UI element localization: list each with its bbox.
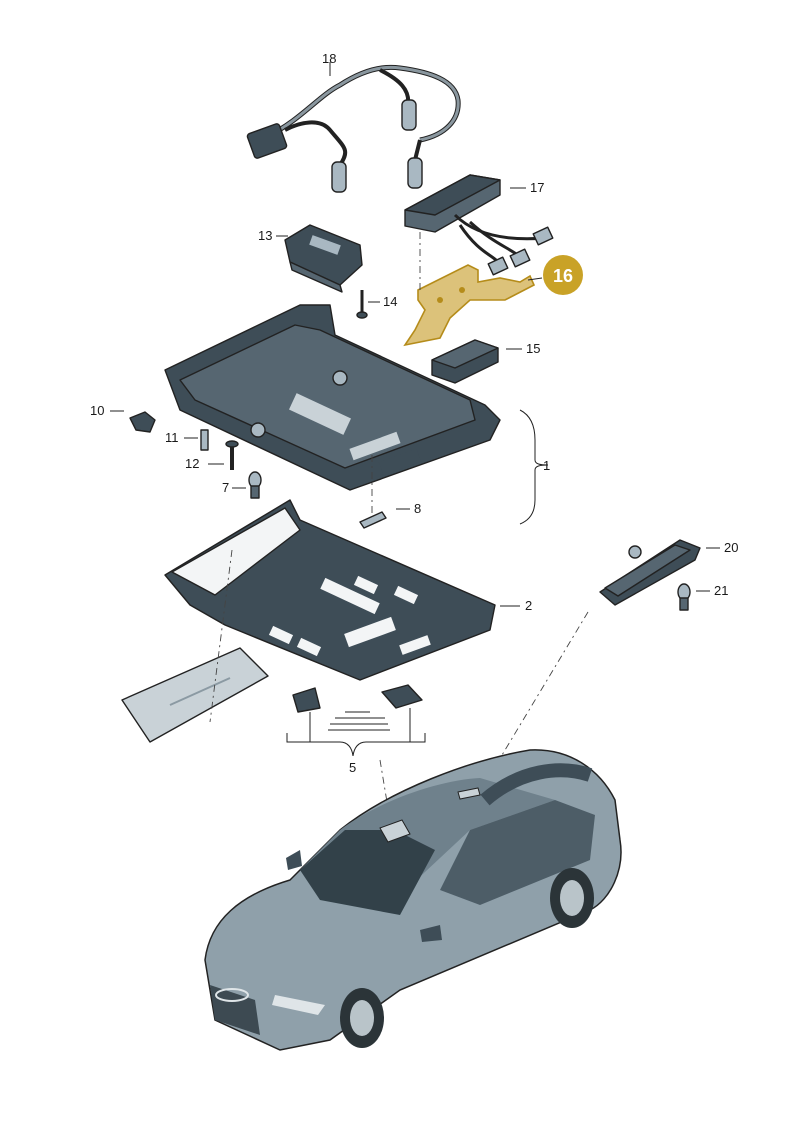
- highlight-badge-16[interactable]: 16: [543, 255, 583, 295]
- part-16-bracket[interactable]: [403, 264, 536, 347]
- part-1-roof-console[interactable]: [164, 304, 501, 491]
- part-2-trim-panel[interactable]: [164, 499, 496, 681]
- callout-8: 8: [414, 501, 421, 516]
- part-18-wiring-harness[interactable]: [246, 64, 461, 193]
- part-5-covers[interactable]: [292, 684, 423, 731]
- part-7-bulb[interactable]: [248, 471, 262, 499]
- callout-5: 5: [349, 760, 356, 775]
- part-12-screw[interactable]: [225, 440, 239, 470]
- callout-11: 11: [165, 430, 179, 445]
- part-lens-cover[interactable]: [121, 647, 269, 743]
- part-15-switch-module[interactable]: [431, 339, 499, 384]
- callout-18: 18: [322, 51, 336, 66]
- callout-10: 10: [90, 403, 104, 418]
- callout-2: 2: [525, 598, 532, 613]
- callout-16: 16: [553, 266, 573, 286]
- callout-21: 21: [714, 583, 728, 598]
- part-8-festoon-bulb[interactable]: [359, 511, 387, 529]
- callout-20: 20: [724, 540, 738, 555]
- part-20-rear-lamp[interactable]: [599, 539, 701, 606]
- callout-1: 1: [543, 458, 550, 473]
- callout-7: 7: [222, 480, 229, 495]
- part-21-bulb[interactable]: [677, 583, 691, 611]
- part-11-pin[interactable]: [200, 429, 209, 451]
- callout-15: 15: [526, 341, 540, 356]
- part-17-control-module[interactable]: [404, 174, 554, 276]
- part-14-screw[interactable]: [356, 290, 368, 319]
- callout-17: 17: [530, 180, 544, 195]
- car-illustration: [204, 749, 622, 1051]
- callout-14: 14: [383, 294, 397, 309]
- callout-13: 13: [258, 228, 272, 243]
- part-13-reading-lamp[interactable]: [284, 224, 363, 293]
- part-10-clip[interactable]: [129, 411, 156, 433]
- callout-12: 12: [185, 456, 199, 471]
